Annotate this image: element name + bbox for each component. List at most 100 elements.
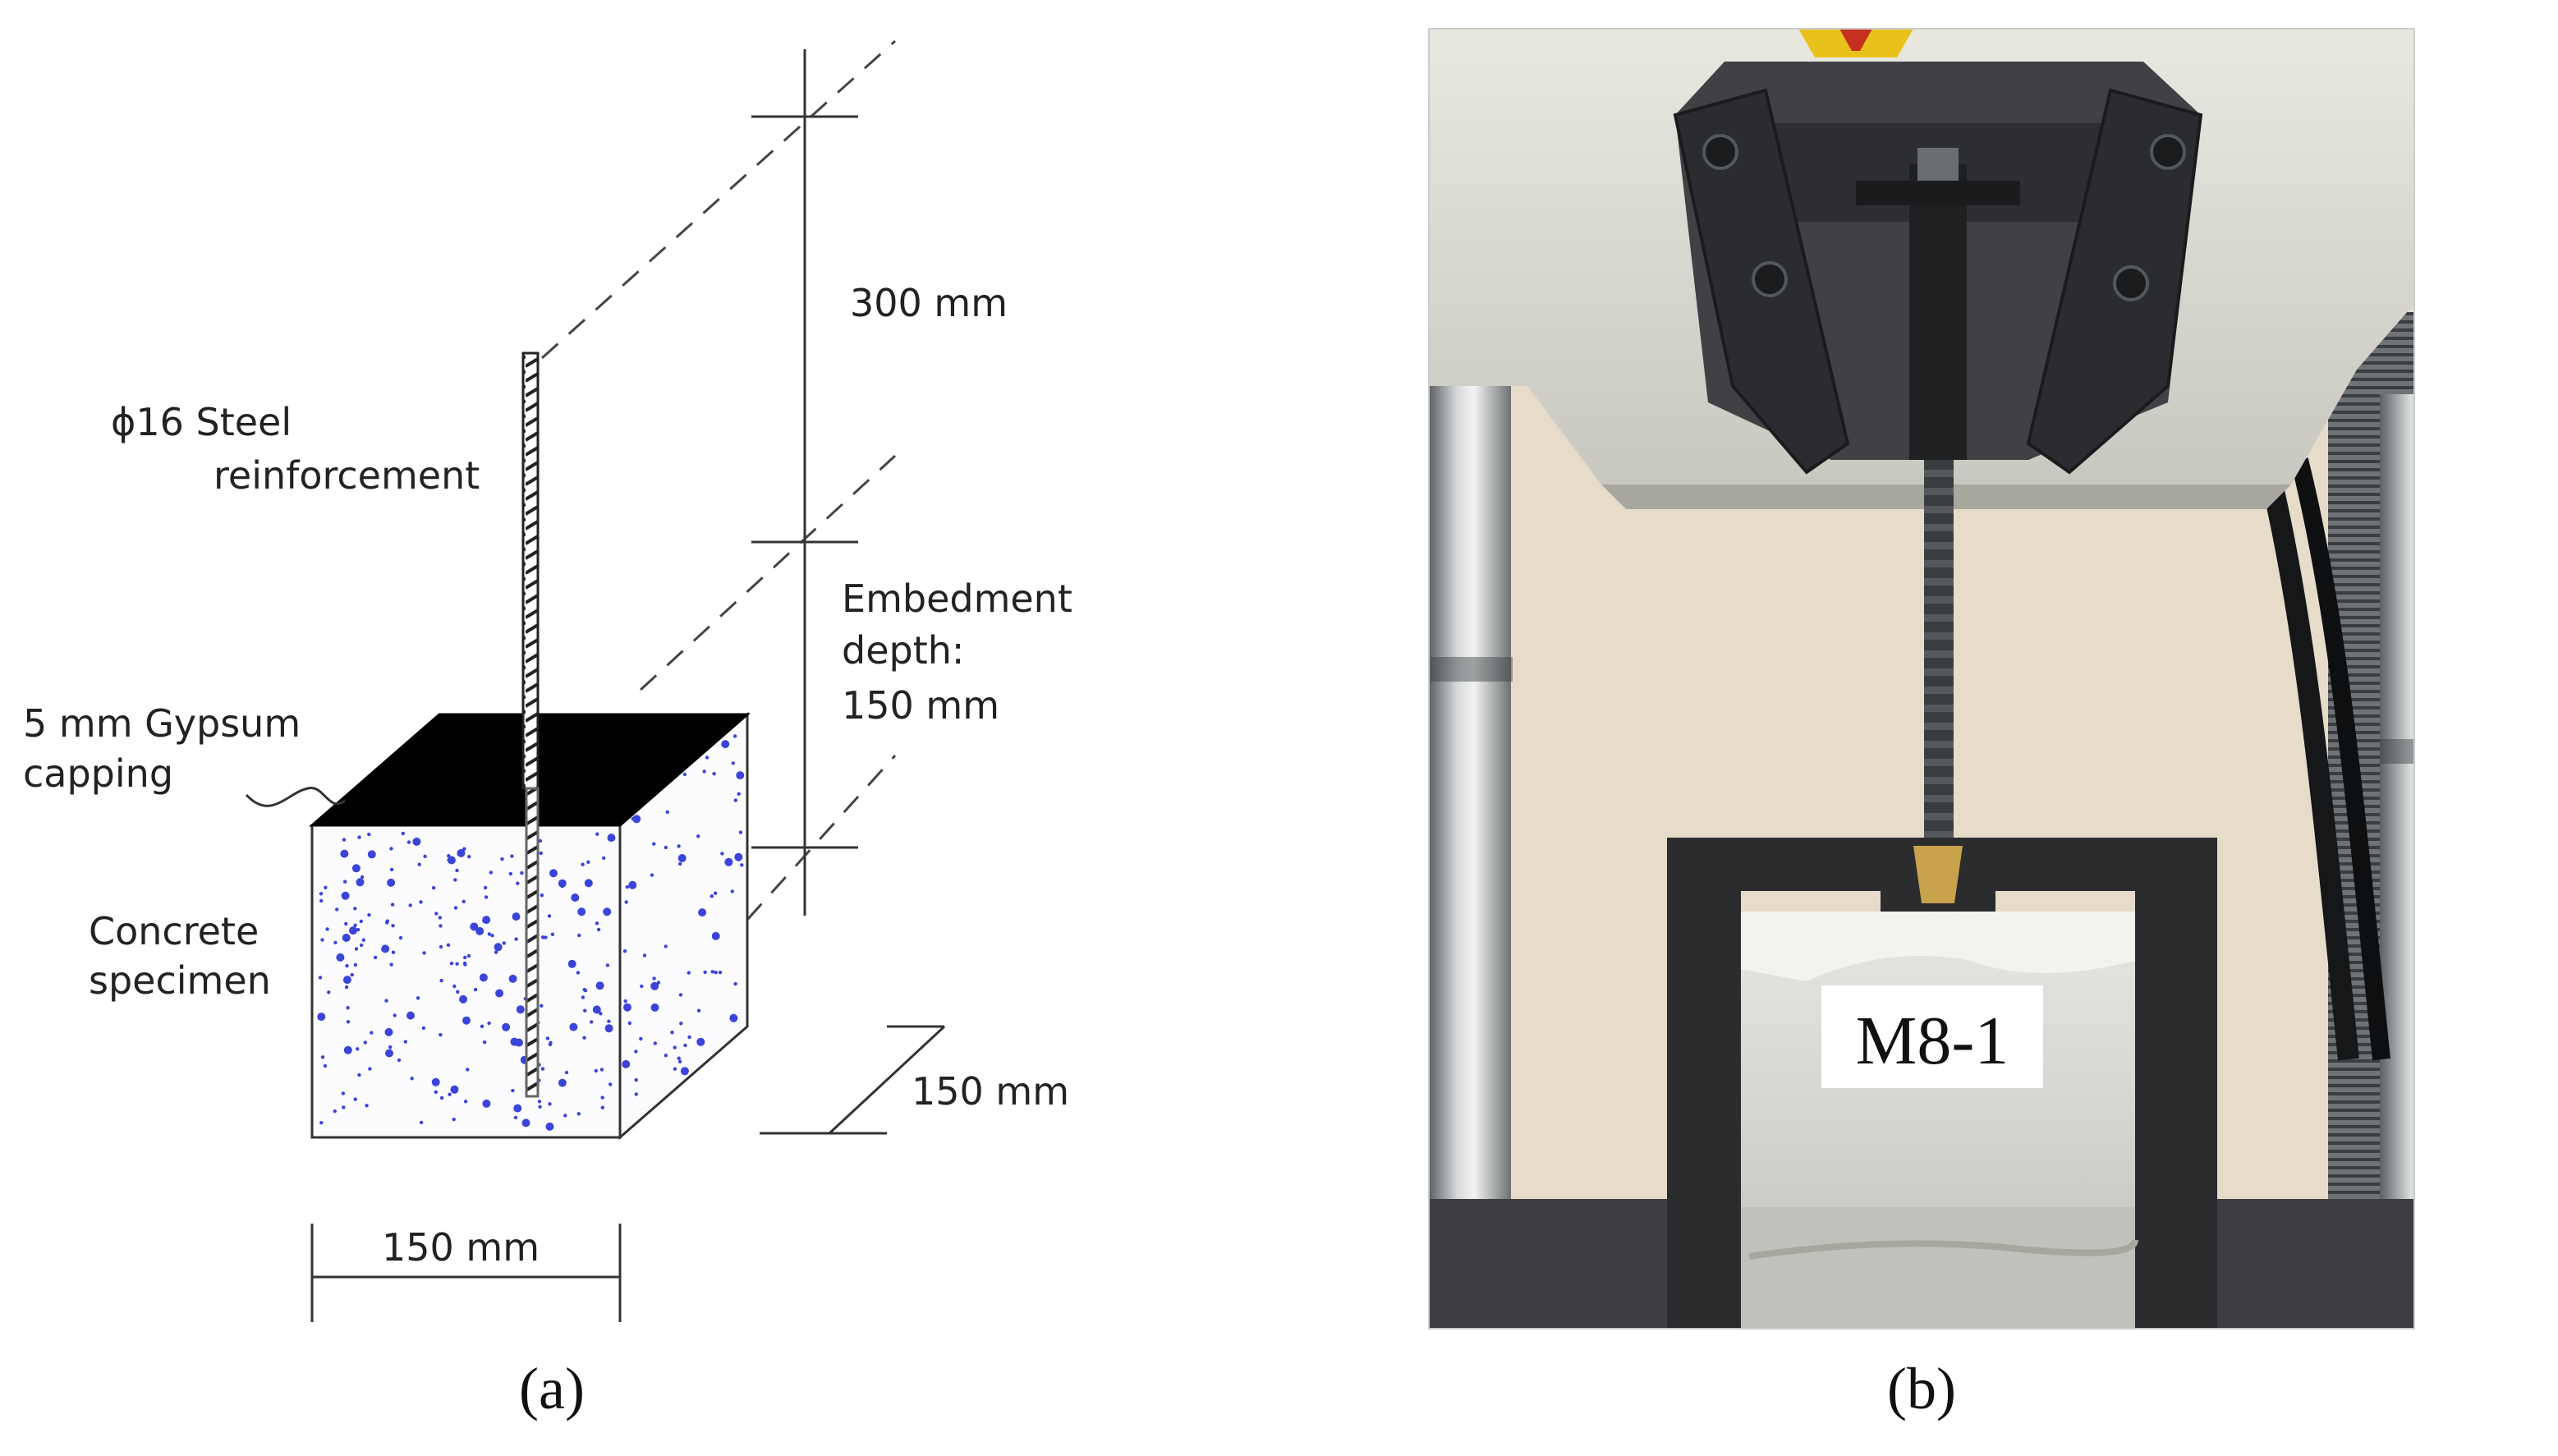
speckle [696,834,700,838]
speckle [677,1059,682,1064]
speckle [721,740,730,749]
speckle [439,1032,443,1037]
speckle [514,937,518,941]
rebar-label-line1: ϕ16 Steel [111,400,292,444]
speckle [353,907,357,911]
speckle [603,907,612,916]
speckle [342,976,351,985]
speckle [652,976,656,981]
speckle [703,970,707,975]
speckle [327,990,331,994]
speckle [357,1072,361,1077]
specimen-tag-text: M8-1 [1856,1003,2009,1079]
capping-label-line2: capping [23,751,173,796]
speckle [455,868,459,873]
speckle [360,875,365,880]
speckle [622,1059,631,1068]
speckle [448,1092,452,1096]
speckle [563,1114,567,1118]
speckle [664,1054,668,1058]
speckle [434,912,439,916]
speckle [679,1022,683,1026]
speckle [604,1024,613,1033]
ribbed-rebar [1924,460,1954,846]
steel-rebar-embedded [525,787,540,1098]
speckle [521,1118,530,1128]
speckle [393,1013,397,1017]
speckle [664,944,668,948]
speckle [410,1077,414,1081]
speckle [452,1117,456,1122]
speckle [734,852,743,861]
speckle [595,981,604,990]
speckle [650,1003,659,1012]
speckle [540,893,544,898]
speckle [516,881,520,885]
speckle [724,857,733,866]
speckle [495,989,504,998]
speckle [673,1045,677,1050]
concrete-speckles [317,734,745,1131]
speckle [696,1037,705,1046]
speckle [670,1031,674,1035]
speckle [487,1021,491,1026]
speckle [582,1036,586,1040]
speckle [412,837,421,846]
length-above-label: 300 mm [850,281,1008,325]
speckle [673,1067,677,1071]
speckle [632,815,641,824]
steel-rebar-exposed [521,351,540,790]
speckle [353,962,358,967]
speckle [342,838,347,842]
speckle [370,1031,374,1035]
speckle [698,908,707,917]
speckle [360,943,364,948]
speckle [590,1020,594,1024]
speckle [479,973,488,982]
speckle [545,1036,550,1040]
grip-bolts [1702,134,2186,301]
speckle [336,953,345,962]
speckle [627,1021,631,1026]
speckle [457,848,466,857]
speckle [687,971,691,975]
speckle [733,798,737,802]
machine-base [1429,1199,1667,1329]
speckle [538,1105,542,1109]
depth-dimension-label: 150 mm [912,1069,1069,1114]
speckle [628,880,637,889]
speckle [423,854,427,859]
speckle [733,981,737,986]
speckle [357,835,361,839]
panel-b-caption: (b) [1887,1356,1956,1422]
speckle [447,858,451,862]
speckle [502,941,506,945]
capping-label-line1: 5 mm Gypsum [23,701,301,746]
speckle [640,984,644,989]
speckle [452,984,457,989]
speckle [431,886,436,890]
speckle [513,1104,522,1113]
speckle [678,993,683,997]
speckle [740,863,744,867]
speckle [732,734,737,738]
speckle [714,891,718,895]
speckle [550,932,555,937]
speckle [730,889,734,893]
speckle [687,1035,691,1040]
speckle [634,1092,638,1096]
speckle [484,895,489,899]
speckle [576,971,581,975]
speckle [665,810,669,815]
speckle [664,845,668,850]
embedment-label-line2: depth: [842,628,964,673]
speckle [354,947,359,951]
speckle [455,962,459,966]
speckle [607,834,616,843]
speckle [431,1077,440,1086]
speckle [467,855,471,859]
speckle [459,994,468,1004]
speckle [350,972,354,977]
speckle [512,912,521,921]
speckle [652,842,656,846]
